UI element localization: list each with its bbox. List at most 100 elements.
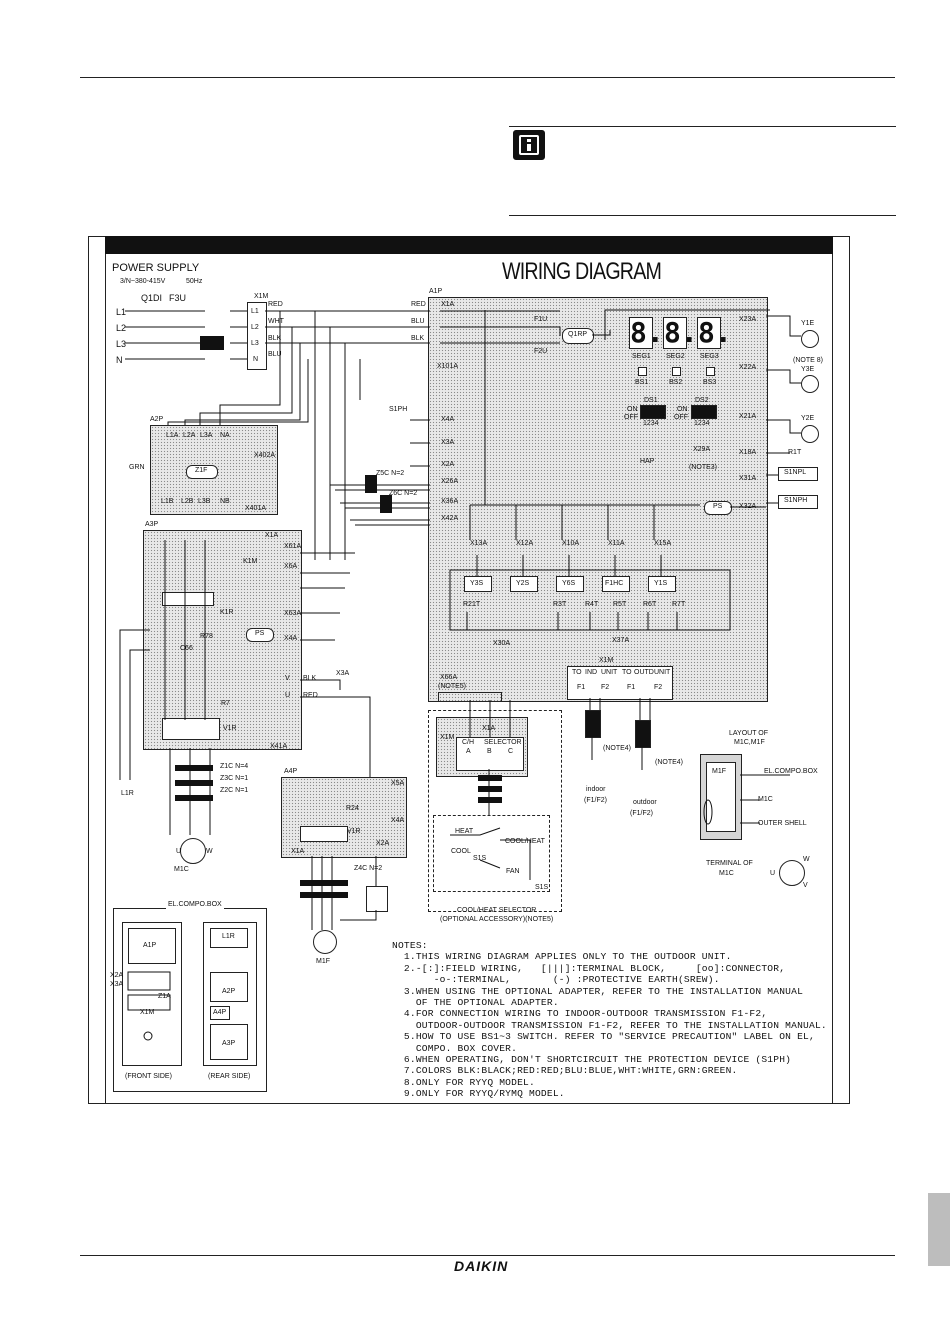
diagram-notes: NOTES: 1.THIS WIRING DIAGRAM APPLIES ONL… <box>392 940 827 1100</box>
selector-x1m: X1M <box>440 734 455 741</box>
relay-y6s-label: Y6S <box>562 580 576 587</box>
bs3-label: BS3 <box>703 379 717 386</box>
notes-line: COMPO. BOX COVER. <box>392 1042 518 1054</box>
diagram-title: WIRING DIAGRAM <box>502 258 662 285</box>
layout-elcompo: EL.COMPO.BOX <box>764 768 818 775</box>
ds1-label: DS1 <box>644 397 658 404</box>
a3p-x6a: X6A <box>284 563 298 570</box>
terminal-m1c-circle <box>779 860 805 886</box>
a3p-inverter <box>162 718 220 740</box>
conn-x31a: X31A <box>739 475 757 482</box>
a3p-c66: C66 <box>180 645 193 652</box>
trans-f2-a: F2 <box>601 684 610 691</box>
seg1-display: 8. <box>629 316 664 349</box>
a4p-x4a: X4A <box>391 817 405 824</box>
x1m-l3: L3 <box>251 340 259 347</box>
relay-y2s-label: Y2S <box>516 580 530 587</box>
a2p-l1b: L1B <box>161 498 174 505</box>
trans-unit-1: UNIT <box>601 669 618 676</box>
sensor-s1nph-label: S1NPH <box>784 497 808 504</box>
choke-l1r: L1R <box>121 790 134 797</box>
conn-x101a: X101A <box>437 363 459 370</box>
bs2-label: BS2 <box>669 379 683 386</box>
front-x1m: X1M <box>140 1009 155 1016</box>
therm-r7t: R7T <box>672 601 686 608</box>
a3p-ps <box>246 628 274 642</box>
a4p-x1a: X1A <box>291 848 305 855</box>
sensor-r1t: R1T <box>788 449 802 456</box>
rear-a2p-label: A2P <box>222 988 236 995</box>
x37a-label: X29A <box>693 446 711 453</box>
phase-l1: L1 <box>116 307 127 317</box>
front-x2a: X2A <box>110 972 124 979</box>
notes-line: -o-:TERMINAL, (-) :PROTECTIVE EARTH(SREW… <box>392 974 720 986</box>
a3p-x61a: X61A <box>284 543 302 550</box>
relay-q1rp-label: Q1RP <box>568 331 588 338</box>
motor-y2e-label: Y2E <box>801 415 815 422</box>
hap-label: HAP <box>640 458 655 465</box>
a4p-label: A4P <box>284 768 298 775</box>
notes-line: 6.WHEN OPERATING, DON'T SHORTCIRCUIT THE… <box>392 1054 792 1066</box>
front-a1p <box>128 928 176 964</box>
trans-f2-b: F2 <box>654 684 663 691</box>
wire-a3p-red: RED <box>303 692 318 699</box>
motor-y3e-note: (NOTE 8) <box>793 357 823 364</box>
ds2-label: DS2 <box>695 397 709 404</box>
a3p-n3: V <box>285 675 290 682</box>
x1m-l1: L1 <box>251 308 259 315</box>
rear-l1r <box>210 928 248 948</box>
notes-line: 1.THIS WIRING DIAGRAM APPLIES ONLY TO TH… <box>392 951 732 963</box>
therm-r6t: R6T <box>643 601 657 608</box>
wire-a3p-blk: BLK <box>303 675 317 682</box>
fuse-f2u: F2U <box>534 348 548 355</box>
a1p-blu: BLU <box>411 318 425 325</box>
button-bs2 <box>672 367 681 376</box>
a1p-red: RED <box>411 301 426 308</box>
motor-y2e <box>801 425 819 443</box>
trans-f1-a: F1 <box>577 684 586 691</box>
trans-f1-b: F1 <box>627 684 636 691</box>
notes-line: 3.WHEN USING THE OPTIONAL ADAPTER, REFER… <box>392 985 804 997</box>
selector-caption-2: (OPTIONAL ACCESSORY)(NOTE5) <box>440 916 554 923</box>
motor-y1e-label: Y1E <box>801 320 815 327</box>
seg2-display: 8. <box>663 316 698 349</box>
outdoor-label: outdoor <box>633 799 657 806</box>
header-rule <box>80 77 895 78</box>
rear-a2p <box>210 972 248 1002</box>
ds2-on: ON <box>677 406 688 413</box>
core-z1c: Z1C N=4 <box>220 763 249 770</box>
a3p-r78: R78 <box>200 633 213 640</box>
conn-x3a-a3p: X3A <box>336 670 350 677</box>
notes-line: 5.HOW TO USE BS1~3 SWITCH. REFER TO "SER… <box>392 1031 815 1043</box>
trans-note4-a: (NOTE4) <box>603 745 631 752</box>
notes-line: 7.COLORS BLK:BLACK;RED:RED;BLU:BLUE,WHT:… <box>392 1065 738 1077</box>
trans-to-2: TO <box>622 669 632 676</box>
relay-f1hc-label: F1HC <box>605 580 624 587</box>
x66a-label: X66A <box>440 674 458 681</box>
notes-line: NOTES: <box>392 940 428 951</box>
conn-x30a: X37A <box>612 637 630 644</box>
rear-a4p-label: A4P <box>213 1009 227 1016</box>
a2p-x401a: X401A <box>245 505 267 512</box>
a2p-x402a: X402A <box>254 452 276 459</box>
terminal-m1c-title: TERMINAL OF <box>706 860 753 867</box>
fan-motor-label: M1F <box>316 958 330 965</box>
layout-m1f: M1F <box>712 768 726 775</box>
power-supply-label: POWER SUPPLY <box>112 262 200 274</box>
rear-a4p <box>210 1006 230 1020</box>
compressor-m1c <box>180 838 206 864</box>
selector-terminals <box>456 737 524 771</box>
terminal-m1c-w: W <box>803 856 810 863</box>
footer-rule <box>80 1255 895 1256</box>
selector-c: C <box>508 748 514 755</box>
fan-pcb-a4p <box>281 777 407 858</box>
x1m-n: N <box>253 356 259 363</box>
a3p-v1r: V1R <box>223 725 237 732</box>
layout-sub: M1C,M1F <box>734 739 765 746</box>
rear-a3p <box>210 1024 248 1060</box>
compressor-w: W <box>206 848 213 855</box>
notes-line: 2.-[:]:FIELD WIRING, [|||]:TERMINAL BLOC… <box>392 962 786 974</box>
rear-side-label: (REAR SIDE) <box>208 1073 251 1080</box>
seg3-label: SEG3 <box>700 353 719 360</box>
fuse-f3u: F3U <box>169 293 187 303</box>
